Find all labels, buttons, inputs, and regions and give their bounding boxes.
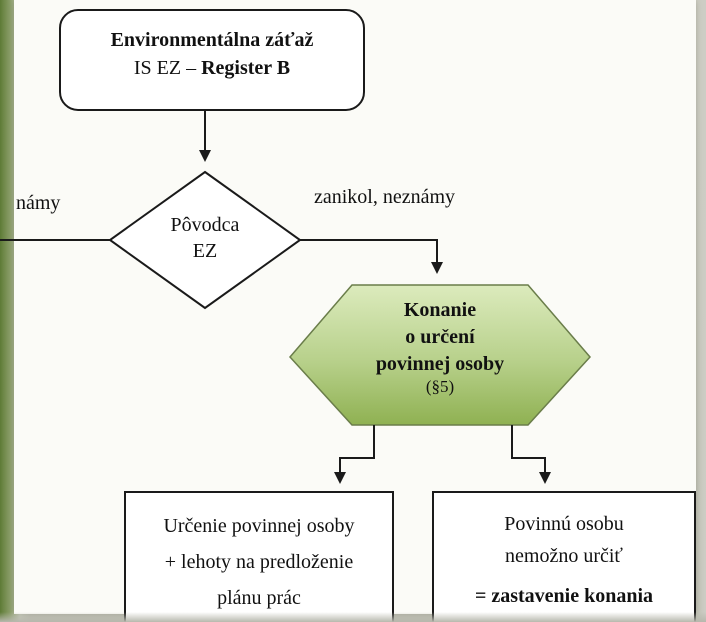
result-right-line-3: = zastavenie konania xyxy=(474,585,654,607)
result-right-text: Povinnú osobu nemožno určiť = zastavenie… xyxy=(433,508,695,612)
result-left-line-2: + lehoty na predloženie xyxy=(164,551,354,573)
edge-label-left: námy xyxy=(16,192,61,214)
result-left-line-3: plánu prác xyxy=(217,587,301,609)
paper-edge-shadow-right xyxy=(696,0,706,622)
decision-line-1: Pôvodca xyxy=(170,214,240,236)
decision-line-2: EZ xyxy=(192,240,218,262)
process-node-text: Konanie o určení povinnej osoby (§5) xyxy=(320,297,560,396)
result-right-box xyxy=(432,491,696,622)
process-line-1: Konanie xyxy=(403,299,477,321)
edge-label-right: zanikol, neznámy xyxy=(314,186,456,208)
start-box xyxy=(59,9,365,111)
process-line-2: o určení xyxy=(405,326,475,348)
process-line-3: povinnej osoby xyxy=(375,353,505,375)
decision-node-text: Pôvodca EZ xyxy=(140,212,270,264)
result-left-box xyxy=(124,491,394,622)
result-right-line-2: nemožno určiť xyxy=(505,545,623,567)
start-node-text: Environmentálna záťaž IS EZ – Register B xyxy=(60,26,364,82)
start-node-title: Environmentálna záťaž xyxy=(110,29,314,51)
paper-edge-shadow-bottom xyxy=(0,612,706,622)
connector-process-right-result xyxy=(511,425,551,484)
start-node-subtitle-prefix: IS EZ – xyxy=(133,57,202,79)
result-right-line-1: Povinnú osobu xyxy=(504,513,624,535)
connector-decision-process xyxy=(300,239,443,274)
start-node-subtitle: IS EZ – Register B xyxy=(60,54,364,82)
process-line-4: (§5) xyxy=(425,377,455,396)
result-left-text: Určenie povinnej osoby + lehoty na predl… xyxy=(125,508,393,616)
connector-process-left-result xyxy=(334,425,375,484)
start-node-subtitle-bold: Register B xyxy=(201,57,291,79)
result-left-line-1: Určenie povinnej osoby xyxy=(163,515,355,537)
decision-diamond xyxy=(108,170,302,310)
process-hexagon xyxy=(288,284,592,426)
